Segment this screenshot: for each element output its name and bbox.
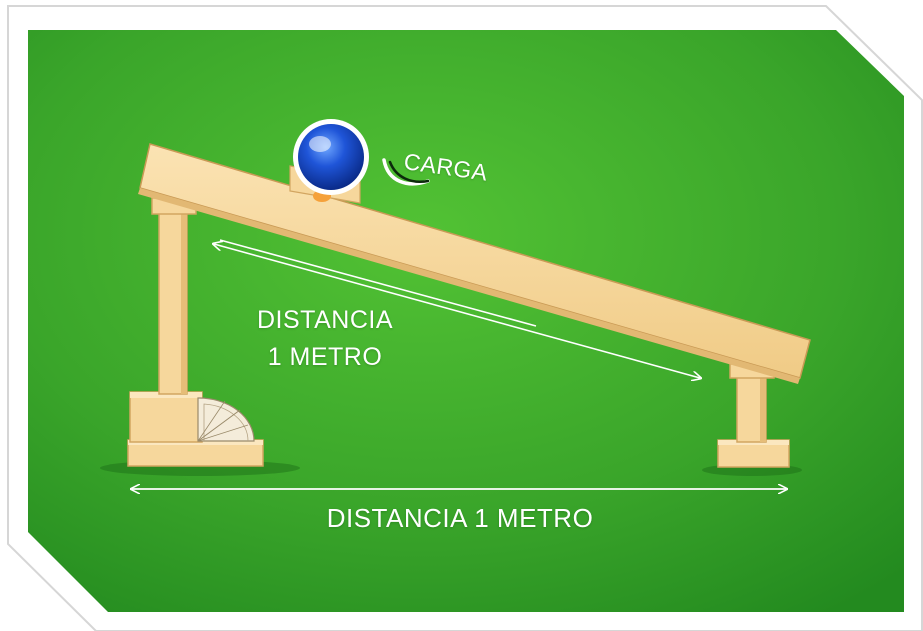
base-distance-label: DISTANCIA 1 METRO <box>326 503 594 533</box>
slope-distance-value: 1 METRO <box>267 343 383 371</box>
curved-arrow-icon <box>382 158 430 186</box>
protractor-icon <box>197 397 255 442</box>
slope-distance-arrow <box>214 239 700 378</box>
slope-distance-label: DISTANCIA <box>257 306 393 334</box>
left-support <box>127 197 264 467</box>
ball-icon <box>293 119 369 195</box>
